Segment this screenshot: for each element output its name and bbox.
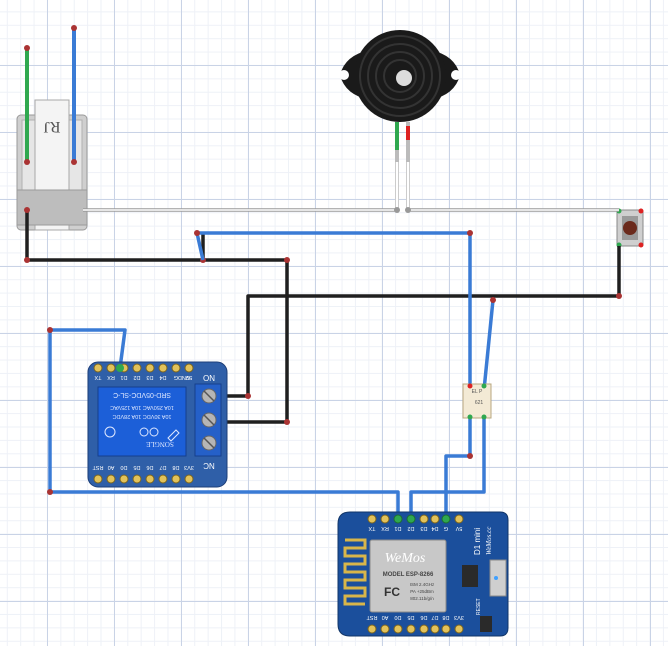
buzzer[interactable] — [339, 30, 461, 122]
relay-rating-1: 10A 250VAC 10A 125VAC — [110, 404, 174, 410]
wemos-pin-d8: D8 — [442, 614, 449, 620]
wemos-brand: WeMos — [385, 551, 426, 566]
wemos-antenna — [343, 538, 367, 606]
relay-pin-d8: D8 — [172, 464, 179, 470]
wire-blue — [47, 230, 496, 515]
wemos-pin-5v: 5V — [455, 525, 462, 531]
relay-pin-d4: D4 — [159, 374, 166, 380]
relay-pin-5v: 5V — [185, 374, 192, 380]
wemos-fcc-mark: FC — [384, 585, 400, 599]
wemos-pin-rst: RST — [366, 614, 378, 620]
optocoupler-part: 621 — [475, 400, 484, 406]
relay-no-label: NO — [203, 373, 215, 382]
relay-pin-d0: D0 — [120, 464, 127, 470]
wemos-pin-d3: D3 — [420, 525, 427, 531]
wemos-reset-label: RESET — [476, 598, 482, 615]
wemos-pin-d0: D0 — [394, 614, 401, 620]
wemos-pin-a0: A0 — [382, 614, 389, 620]
wemos-spec-1: ISM 2.4GHz — [410, 582, 435, 587]
wemos-bottom-pins — [367, 624, 464, 634]
reset-button[interactable] — [480, 616, 492, 632]
wemos-spec-2: PA +25dBm — [410, 589, 434, 594]
optocoupler-label: EL P — [472, 389, 483, 395]
push-button[interactable] — [616, 208, 644, 248]
relay-pin-d5: D5 — [133, 464, 140, 470]
relay-bottom-pin-labels: RST A0 D0 D5 D6 D7 D8 3V3 — [92, 464, 194, 470]
wemos-d1-mini[interactable]: TX RX D1 D2 D3 D4 G 5V WeMos MODEL ESP-8… — [337, 511, 509, 637]
relay-rating-2: 10A 30VDC 10A 28VDC — [112, 413, 171, 419]
buzzer-leads — [395, 122, 410, 210]
relay-pin-rx: RX — [107, 374, 115, 380]
wemos-pin-d1: D1 — [394, 525, 401, 531]
relay-top-pins — [93, 363, 194, 373]
wemos-pin-d5: D5 — [407, 614, 414, 620]
wemos-spec-3: 802.11b/g/n — [410, 596, 434, 601]
relay-gnd-label: GND — [178, 374, 190, 380]
relay-model: SRD-05VDC-SL-C — [113, 391, 171, 398]
transformer-mark: RJ — [44, 118, 61, 135]
wemos-top-pin-labels: TX RX D1 D2 D3 D4 G 5V — [368, 525, 462, 531]
relay-pin-d1: D1 — [120, 374, 127, 380]
relay-pin-rst: RST — [92, 464, 104, 470]
relay-pin-3v3: 3V3 — [184, 464, 194, 470]
relay-module[interactable]: TX RX D1 D2 D3 D4 G 5V SRD-05VDC-SL-C 10… — [87, 361, 228, 488]
wemos-pin-d7: D7 — [431, 614, 438, 620]
relay-pin-d7: D7 — [159, 464, 166, 470]
relay-pin-g: G — [174, 374, 178, 380]
relay-pin-tx: TX — [94, 374, 101, 380]
relay-pin-d2: D2 — [133, 374, 140, 380]
wemos-side-1: D1 mini — [473, 528, 482, 555]
wemos-pin-d2: D2 — [407, 525, 414, 531]
relay-body-text: SRD-05VDC-SL-C 10A 250VAC 10A 125VAC 10A… — [110, 391, 174, 448]
wemos-pin-rx: RX — [381, 525, 389, 531]
wemos-pin-g: G — [444, 525, 448, 531]
wemos-model: MODEL ESP-8266 — [383, 572, 434, 578]
relay-top-pin-labels: TX RX D1 D2 D3 D4 G 5V — [94, 374, 192, 380]
wire-white-bus — [83, 207, 619, 213]
wemos-pin-3v3: 3V3 — [454, 614, 464, 620]
relay-pin-d6: D6 — [146, 464, 153, 470]
wemos-pin-d6: D6 — [420, 614, 427, 620]
relay-nc-label: NC — [203, 461, 215, 470]
transformer-leads — [24, 25, 77, 165]
wemos-side-2: WeMos.cc — [485, 526, 493, 555]
wemos-pin-tx: TX — [368, 525, 375, 531]
wemos-bottom-pin-labels: RST A0 D0 D5 D6 D7 D8 3V3 — [366, 614, 464, 620]
wemos-chip — [462, 565, 478, 587]
relay-pin-d3: D3 — [146, 374, 153, 380]
relay-cert-marks — [104, 426, 180, 442]
wemos-top-pins — [367, 514, 464, 524]
relay-brand: SONGLE — [146, 440, 174, 448]
optocoupler[interactable]: EL P 621 — [462, 383, 492, 420]
relay-bottom-pins — [93, 474, 194, 484]
relay-pin-a0: A0 — [108, 464, 115, 470]
wemos-pin-d4: D4 — [431, 525, 438, 531]
